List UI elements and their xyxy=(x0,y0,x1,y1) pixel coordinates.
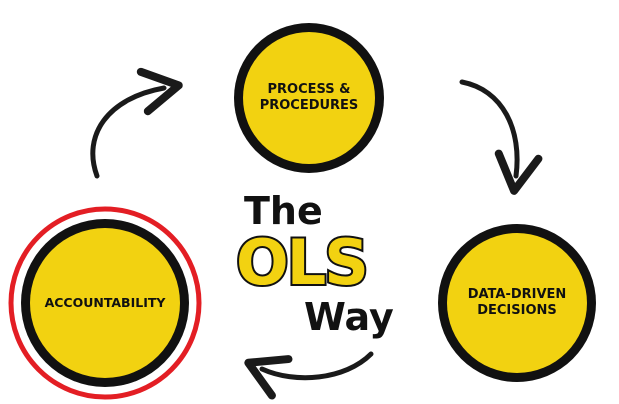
data-label-line2: DECISIONS xyxy=(477,303,557,318)
process-label-line2: PROCEDURES xyxy=(260,98,359,113)
arrow-icon xyxy=(90,67,183,179)
node-data-driven-decisions: DATA-DRIVEN DECISIONS xyxy=(438,224,596,382)
node-process-procedures: PROCESS & PROCEDURES xyxy=(234,23,384,173)
accountability-circle-fill xyxy=(30,228,180,378)
arrow-icon xyxy=(459,79,543,195)
ols-way-wordmark: The OLS Way xyxy=(234,189,394,339)
wordmark-way: Way xyxy=(304,295,394,339)
node-accountability: ACCOUNTABILITY xyxy=(8,206,202,400)
arrow-icon xyxy=(244,351,374,400)
data-circle-fill xyxy=(447,233,587,373)
data-label-line1: DATA-DRIVEN xyxy=(468,287,567,302)
process-circle-fill xyxy=(243,32,375,164)
accountability-label: ACCOUNTABILITY xyxy=(45,295,167,310)
wordmark-the: The xyxy=(244,189,323,233)
process-label-line1: PROCESS & xyxy=(267,82,350,97)
wordmark-ols: OLS xyxy=(236,226,367,299)
